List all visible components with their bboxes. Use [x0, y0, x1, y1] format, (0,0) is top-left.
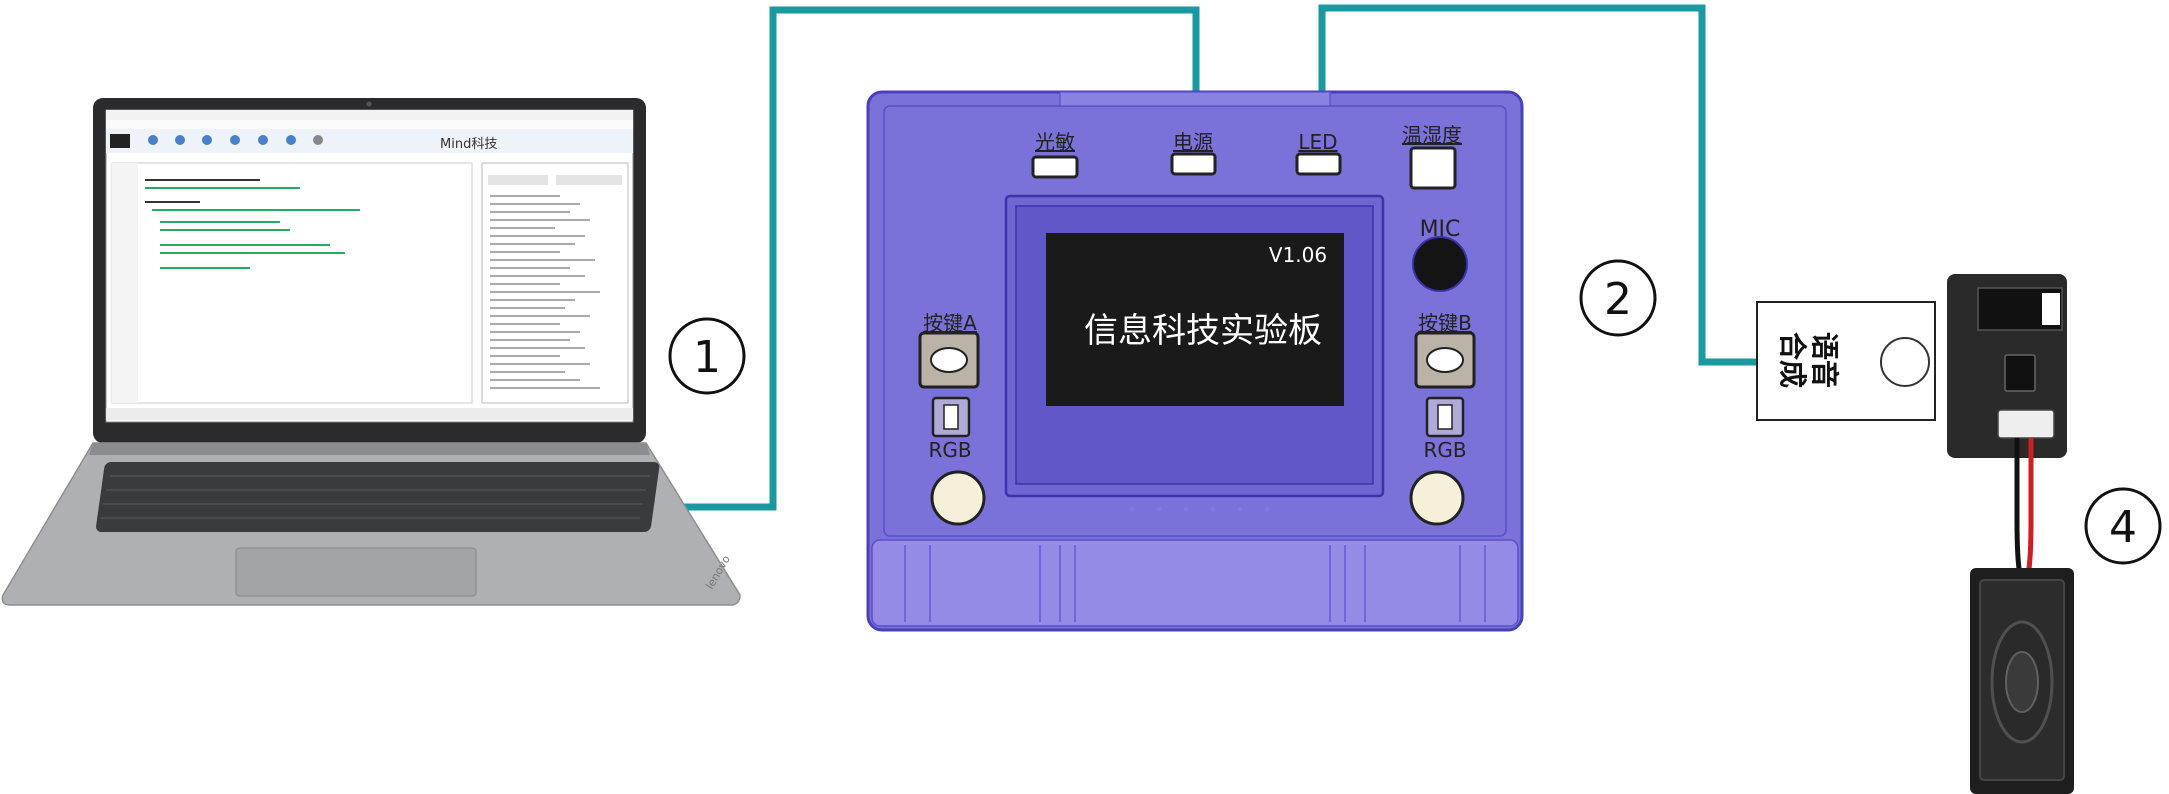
- toolbar-icons: [148, 135, 323, 145]
- keyboard-keys: [100, 475, 650, 519]
- screen-version: V1.06: [1269, 243, 1327, 267]
- ide-logo-icon: [110, 134, 130, 148]
- callout-2-text: 2: [1604, 274, 1632, 325]
- laptop-touchpad: [235, 547, 477, 597]
- ide-menubar: [106, 120, 633, 129]
- ide-statusbar: [106, 408, 633, 420]
- button-a-label: 按键A: [923, 311, 977, 335]
- mic-icon: [1412, 236, 1468, 292]
- callout-4: 4: [2084, 487, 2162, 565]
- light-sensor: [1031, 155, 1079, 179]
- voice-synthesis-module: 语音 合成: [1756, 274, 2067, 458]
- ide-panel-lines: [490, 195, 600, 389]
- callout-2: 2: [1579, 259, 1657, 337]
- speaker-dome: [2005, 651, 2039, 713]
- rgb-led-left-window: [943, 404, 959, 430]
- board-bottom-panel: [871, 539, 1519, 627]
- oled-screen: [1046, 233, 1344, 406]
- screen-dots: [1129, 506, 1270, 512]
- temp-humidity-label: 温湿度: [1402, 123, 1462, 147]
- voice-module-label-line1: 语音: [1808, 332, 1841, 388]
- board-top-connector: [1059, 91, 1331, 107]
- ide-titlebar: [106, 110, 633, 120]
- board-bottom-ribs: [904, 545, 1486, 622]
- button-a-cap: [930, 347, 968, 373]
- wire-board-to-voice-module: [1318, 4, 1757, 366]
- callout-1-text: 1: [693, 332, 721, 383]
- power-indicator: [1170, 152, 1217, 176]
- experiment-board: 光敏 电源 LED 温湿度 V1.06 信息科技实验板 MIC 按键A RGB …: [866, 90, 1524, 632]
- code-lines: [145, 179, 360, 269]
- ide-window-title: Mind科技: [440, 137, 497, 152]
- speaker: [1970, 568, 2074, 794]
- voice-module-switch: [2004, 354, 2036, 392]
- ide-toolbar: [106, 129, 633, 153]
- ide-gutter: [112, 163, 138, 403]
- ide-code-area: [111, 162, 473, 404]
- voice-module-chip-window: [2042, 293, 2060, 325]
- wires: [677, 4, 1757, 511]
- light-sensor-label: 光敏: [1035, 130, 1075, 154]
- screen-title: 信息科技实验板: [1084, 311, 1322, 351]
- button-b-label: 按键B: [1418, 311, 1472, 335]
- voice-module-label-line2: 合成: [1776, 332, 1809, 388]
- wire-laptop-to-board: [677, 6, 1200, 511]
- ide-panel-button-2: [556, 175, 622, 185]
- power-label: 电源: [1173, 130, 1213, 154]
- voice-module-connector: [1997, 409, 2055, 439]
- voice-module-mount-hole: [1880, 337, 1930, 387]
- mount-hole-right: [1409, 470, 1465, 526]
- led-indicator: [1295, 152, 1342, 176]
- speaker-cable: [2014, 438, 2034, 576]
- callout-4-text: 4: [2109, 502, 2137, 553]
- laptop: Mind科技: [1, 98, 741, 606]
- laptop-keyboard: [96, 462, 660, 532]
- webcam-icon: [366, 101, 372, 107]
- callout-1: 1: [668, 317, 746, 395]
- temp-humidity-sensor: [1409, 146, 1457, 190]
- mount-hole-left: [930, 470, 986, 526]
- rgb-right-label: RGB: [1423, 438, 1466, 462]
- laptop-hinge: [89, 443, 650, 455]
- ide-side-panel: [481, 162, 629, 404]
- button-b-cap: [1426, 347, 1464, 373]
- led-label: LED: [1298, 130, 1337, 154]
- rgb-left-label: RGB: [928, 438, 971, 462]
- ide-panel-button-1: [488, 175, 548, 185]
- rgb-led-right-window: [1437, 404, 1453, 430]
